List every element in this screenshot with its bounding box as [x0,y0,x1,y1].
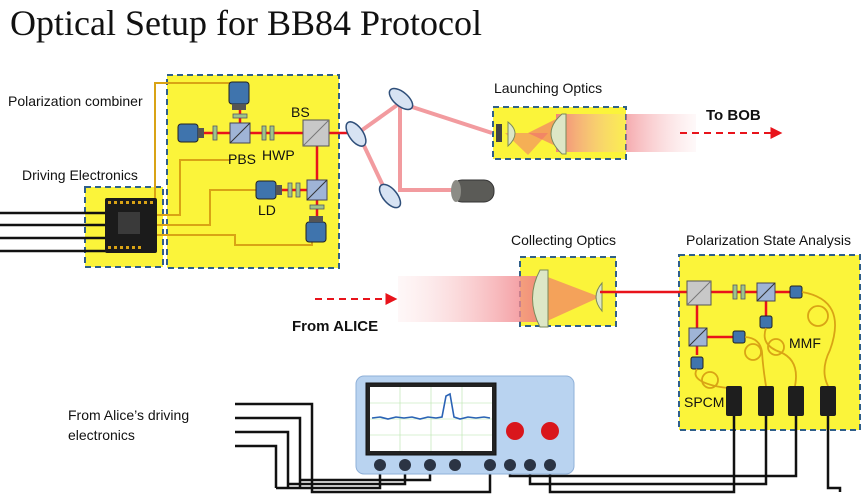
scope-button-red-1[interactable] [506,422,524,440]
oscilloscope [355,375,575,475]
analysis-bs-cube [686,280,712,306]
label-mmf: MMF [789,335,821,351]
beam-from-alice [398,276,543,322]
driving-input-wires [0,211,110,253]
laser-diode-bottom [305,216,327,243]
label-polarization-state-analysis: Polarization State Analysis [686,232,851,248]
laser-diode-ld [255,180,282,200]
scope-input-connectors [374,459,556,471]
laser-diode-left [177,123,204,143]
label-ld: LD [258,202,276,218]
analysis-pbs-right [756,282,776,302]
label-launching-optics: Launching Optics [494,80,602,96]
free-space-beam-path [356,99,493,192]
laser-diode-top [228,81,250,110]
label-driving-electronics: Driving Electronics [22,167,138,183]
label-from-alice-driving-1: From Alice’s driving [68,407,189,423]
label-spcm: SPCM [684,394,724,410]
bs-cube [302,119,330,147]
label-from-alice-driving-2: electronics [68,427,135,443]
collecting-optics [532,269,603,328]
driver-chip [105,198,157,253]
analysis-waveplates [732,284,746,300]
mirror-2 [388,87,414,111]
waveplates [212,113,325,210]
label-pbs: PBS [228,151,256,167]
label-hwp: HWP [262,147,295,163]
mirror-3 [378,183,402,209]
pbs-cube-lower [306,179,328,201]
label-polarization-combiner: Polarization combiner [8,93,143,109]
alice-driving-wires [235,402,492,494]
scope-trace [371,392,491,420]
launching-optics [496,113,626,155]
label-to-bob: To BOB [706,107,761,124]
label-from-alice: From ALICE [292,318,378,335]
analysis-pbs-lower [688,327,708,347]
scope-button-red-2[interactable] [541,422,559,440]
mirror-1 [345,121,367,147]
label-bs: BS [291,104,310,120]
page-title: Optical Setup for BB84 Protocol [10,3,482,43]
fiber-couplers [690,285,803,370]
spcm-detectors [726,386,836,416]
beam-dump [451,179,495,203]
pbs-cube [229,122,251,144]
label-collecting-optics: Collecting Optics [511,232,616,248]
